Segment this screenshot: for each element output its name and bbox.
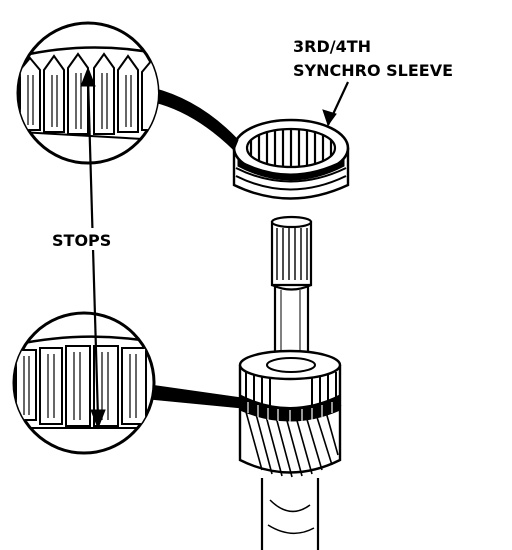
stops-label: STOPS [52,231,111,250]
synchro-sleeve [232,118,350,200]
detail-circle-bottom [12,311,156,455]
callout-connectors [149,81,349,409]
synchro-label-line1: 3RD/4TH [293,37,371,56]
synchro-hub-and-gear [238,349,342,478]
stops-label-backdrop [48,228,130,250]
synchro-label-line2: SYNCHRO SLEEVE [293,61,453,80]
mainshaft [260,215,320,550]
